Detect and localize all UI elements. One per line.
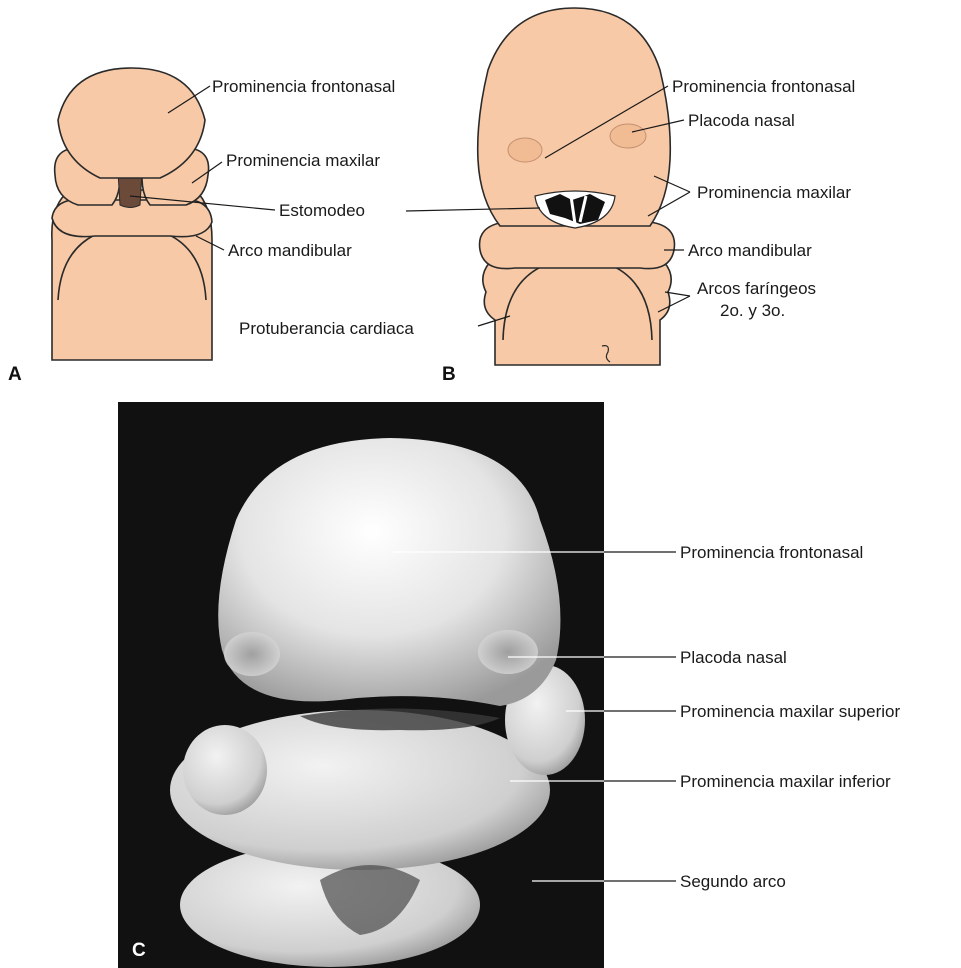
label-a-mandibular: Arco mandibular — [228, 241, 352, 260]
label-c-frontonasal: Prominencia frontonasal — [680, 543, 863, 562]
label-b-frontonasal: Prominencia frontonasal — [672, 77, 855, 96]
panel-b-placode-left — [508, 138, 542, 162]
label-a-estomodeo: Estomodeo — [279, 201, 365, 220]
label-a-maxilar: Prominencia maxilar — [226, 151, 380, 170]
panel-a-frontonasal — [58, 68, 205, 178]
panel-c-photo: Prominencia frontonasal Placoda nasal Pr… — [118, 402, 900, 968]
label-c-maxilar-superior: Prominencia maxilar superior — [680, 702, 900, 721]
photo-placode-left — [224, 632, 280, 676]
label-b-maxilar: Prominencia maxilar — [697, 183, 851, 202]
label-c-maxilar-inferior: Prominencia maxilar inferior — [680, 772, 891, 791]
photo-placode-right — [478, 630, 538, 674]
panel-c-tag: C — [132, 940, 146, 961]
panel-a-tag: A — [8, 364, 22, 385]
label-c-segundo-arco: Segundo arco — [680, 872, 786, 891]
label-a-cardiaca: Protuberancia cardiaca — [239, 319, 414, 338]
panel-b-drawing: Prominencia frontonasal Placoda nasal Pr… — [406, 8, 855, 385]
panel-b-tag: B — [442, 364, 456, 385]
label-b-placoda: Placoda nasal — [688, 111, 795, 130]
label-a-frontonasal: Prominencia frontonasal — [212, 77, 395, 96]
label-b-faringeos-2: 2o. y 3o. — [720, 301, 785, 320]
panel-a-drawing: Prominencia frontonasal Prominencia maxi… — [8, 68, 414, 385]
photo-lateral-left — [183, 725, 267, 815]
panel-b-mandibular-arch — [480, 222, 675, 269]
label-c-placoda: Placoda nasal — [680, 648, 787, 667]
label-b-faringeos-1: Arcos faríngeos — [697, 279, 816, 298]
panel-b-placode-right — [610, 124, 646, 148]
label-b-mandibular: Arco mandibular — [688, 241, 812, 260]
